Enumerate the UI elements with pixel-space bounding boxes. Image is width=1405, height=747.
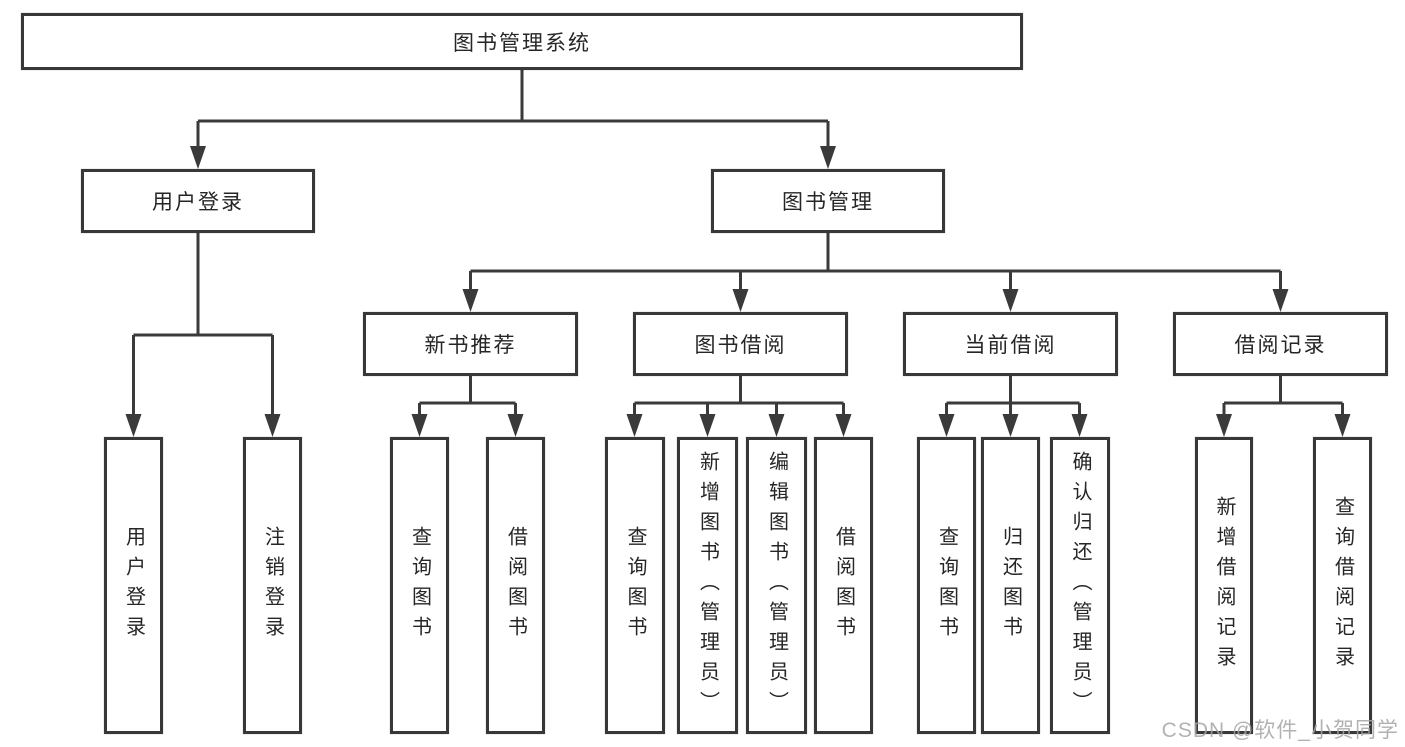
- leaf-label: 新增借阅记录: [1213, 495, 1235, 676]
- csdn-watermark: CSDN @软件_小贺同学: [1161, 719, 1399, 742]
- leaf-label: 借阅图书: [832, 525, 855, 646]
- leaf-add-books-admin: 新增图书（管理员）: [677, 437, 738, 734]
- leaf-label: 注销登录: [261, 525, 284, 646]
- leaf-query-borrow-record: 查询借阅记录: [1313, 437, 1372, 734]
- leaf-label: 确认归还（管理员）: [1069, 450, 1091, 721]
- node-label: 当前借阅: [964, 334, 1057, 357]
- node-label: 图书借阅: [694, 334, 787, 357]
- node-label: 图书管理系统: [453, 31, 591, 55]
- leaf-label: 用户登录: [122, 525, 145, 646]
- node-new-book-recommend: 新书推荐: [363, 312, 578, 376]
- node-book-management: 图书管理: [711, 169, 945, 233]
- node-borrowing-records: 借阅记录: [1173, 312, 1388, 376]
- node-user-login: 用户登录: [81, 169, 315, 233]
- leaf-borrow-books-borrowing: 借阅图书: [814, 437, 873, 734]
- leaf-label: 查询图书: [624, 525, 646, 646]
- leaf-label: 新增图书（管理员）: [696, 450, 719, 721]
- leaf-label: 查询借阅记录: [1331, 495, 1354, 676]
- leaf-label: 编辑图书（管理员）: [765, 450, 788, 721]
- leaf-add-borrow-record: 新增借阅记录: [1195, 437, 1253, 734]
- leaf-label: 归还图书: [999, 525, 1022, 646]
- node-label: 用户登录: [152, 191, 244, 214]
- node-current-borrowing: 当前借阅: [903, 312, 1118, 376]
- node-label: 图书管理: [782, 191, 874, 214]
- leaf-return-books: 归还图书: [981, 437, 1040, 734]
- leaf-edit-books-admin: 编辑图书（管理员）: [746, 437, 807, 734]
- node-book-borrowing: 图书借阅: [633, 312, 848, 376]
- leaf-label: 借阅图书: [504, 525, 527, 646]
- leaf-confirm-return-admin: 确认归还（管理员）: [1050, 437, 1110, 734]
- leaf-label: 查询图书: [408, 525, 431, 646]
- leaf-logout: 注销登录: [243, 437, 302, 734]
- node-library-management-system: 图书管理系统: [21, 13, 1023, 70]
- leaf-user-login: 用户登录: [104, 437, 163, 734]
- node-label: 借阅记录: [1234, 334, 1327, 357]
- leaf-query-books-current: 查询图书: [917, 437, 976, 734]
- node-label: 新书推荐: [424, 334, 517, 357]
- leaf-query-books-borrowing: 查询图书: [605, 437, 665, 734]
- leaf-borrow-books-recommend: 借阅图书: [486, 437, 545, 734]
- leaf-query-books-recommend: 查询图书: [390, 437, 449, 734]
- leaf-label: 查询图书: [935, 525, 958, 646]
